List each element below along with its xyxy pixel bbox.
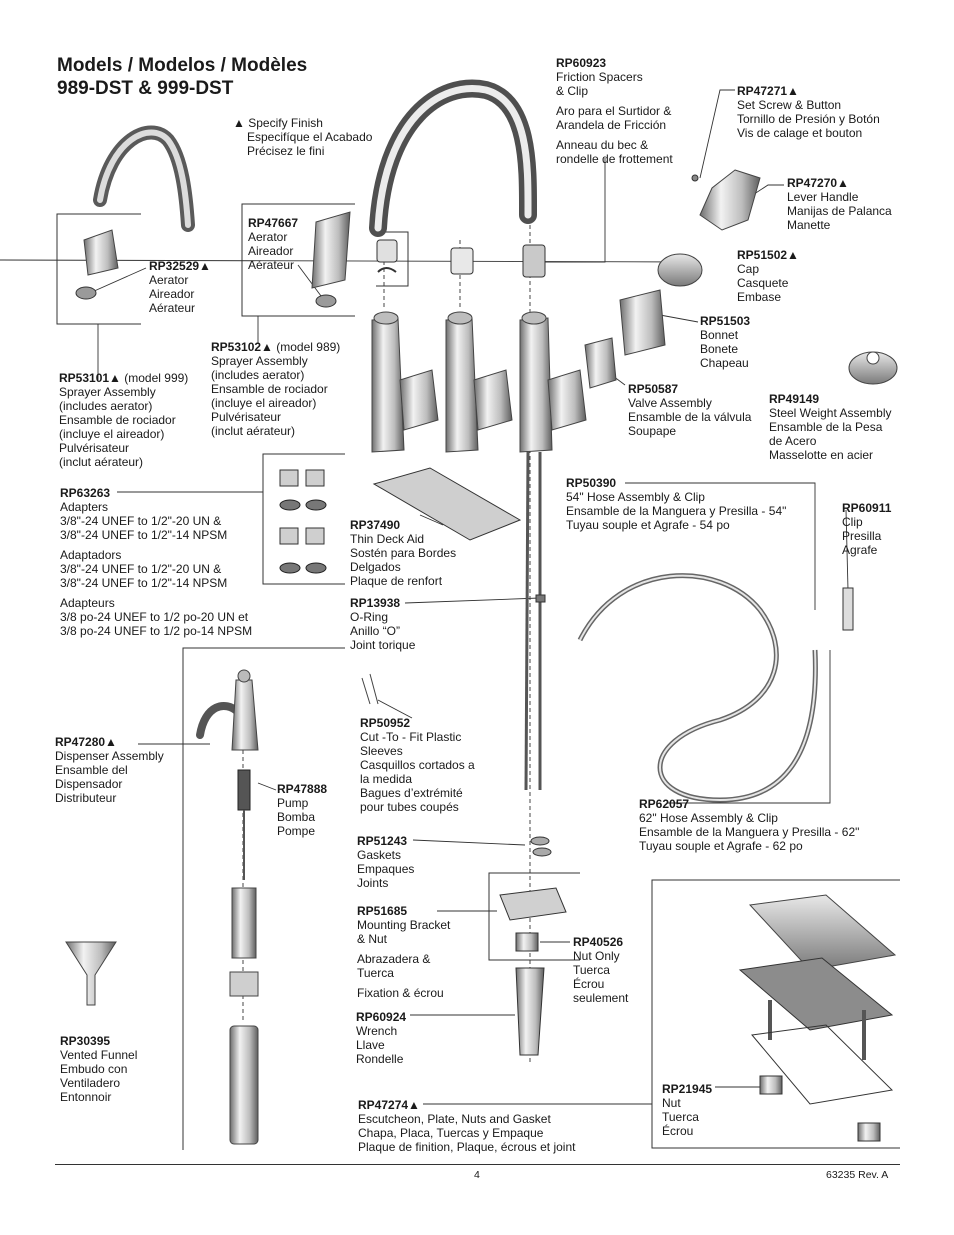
bonnet [619, 289, 666, 356]
label-rp51502: RP51502▲ Cap Casquete Embase [737, 248, 799, 304]
box-rp47274 [651, 879, 900, 1149]
friction-spacers [376, 239, 546, 278]
label-rp37490: RP37490 Thin Deck Aid Sostén para Bordes… [350, 518, 457, 588]
funnel [65, 941, 117, 1006]
box-rp63263 [262, 453, 345, 585]
gasket-1 [530, 836, 550, 846]
label-rp47888: RP47888 Pump Bomba Pompe [277, 782, 328, 838]
sprayer-head-999 [83, 229, 119, 276]
nut-rp21945-a [759, 1075, 783, 1095]
label-rp62057: RP62057 62" Hose Assembly & Clip Ensambl… [639, 797, 860, 853]
finish-marker-icon: ▲ [233, 116, 245, 130]
cap [657, 253, 703, 287]
box-rp51685 [488, 872, 580, 961]
dispenser [196, 669, 259, 1145]
title-model-numbers: 989-DST & 999-DST [57, 78, 234, 99]
grouping-boxes [56, 203, 900, 1150]
sprayer-head-989 [311, 211, 351, 289]
wrench [515, 967, 545, 1056]
label-rp30395: RP30395 Vented Funnel Embudo con Ventila… [60, 1034, 138, 1104]
box-spacer-1 [376, 231, 409, 287]
gasket-2 [532, 847, 552, 857]
box-dispenser [182, 647, 345, 1150]
label-rp21945: RP21945 Nut Tuerca Écrou [662, 1082, 713, 1138]
escutcheon [748, 894, 897, 971]
title-models: Models / Modelos / Modèles [57, 55, 308, 76]
label-rp40526: RP40526 Nut Only Tuerca Écrou seulement [573, 935, 629, 1005]
document-number: 63235 Rev. A [826, 1169, 889, 1181]
label-rp47274: RP47274▲ Escutcheon, Plate, Nuts and Gas… [358, 1098, 576, 1154]
label-rp63263: RP63263 Adapters 3/8"-24 UNEF to 1/2"-20… [60, 486, 253, 638]
label-rp49149: RP49149 Steel Weight Assembly Ensamble d… [769, 392, 892, 462]
label-rp60911: RP60911 Clip Presilla Agrafe [842, 501, 892, 557]
label-rp51685: RP51685 Mounting Bracket & Nut Abrazader… [357, 904, 451, 1000]
label-rp60923: RP60923 Friction Spacers & Clip Aro para… [556, 56, 673, 166]
footer-rule [55, 1164, 900, 1165]
gasket-plate [751, 1024, 894, 1105]
box-rp53101 [56, 213, 141, 325]
lever-handle [699, 169, 761, 231]
valve [584, 337, 617, 389]
label-rp32529: RP32529▲ Aerator Aireador Aérateur [149, 259, 211, 315]
label-rp47667: RP47667 Aerator Aireador Aérateur [248, 216, 299, 272]
label-rp47280: RP47280▲ Dispenser Assembly Ensamble del… [55, 735, 164, 805]
label-rp50587: RP50587 Valve Assembly Ensamble de la vá… [628, 382, 752, 438]
clip-rp60911 [842, 587, 854, 631]
label-rp51243: RP51243 Gaskets Empaques Joints [357, 834, 415, 890]
valve-stack [584, 169, 761, 389]
label-rp47271: RP47271▲ Set Screw & Button Tornillo de … [737, 84, 880, 140]
aerator-rp47667 [315, 294, 337, 308]
label-rp53101: RP53101▲ (model 999) Sprayer Assembly (i… [59, 371, 189, 469]
faucet-bodies [371, 311, 587, 791]
nut-rp40526 [515, 932, 539, 952]
label-rp60924: RP60924 Wrench Llave Rondelle [356, 1010, 407, 1066]
label-rp51503: RP51503 Bonnet Bonete Chapeau [700, 314, 751, 370]
plastic-sleeves [361, 673, 379, 705]
page-title: Models / Modelos / Modèles 989-DST & 999… [57, 54, 307, 100]
main-spout [369, 79, 538, 237]
adapters [279, 469, 327, 574]
label-rp13938: RP13938 O-Ring Anillo “O” Joint torique [350, 596, 416, 652]
mounting-bracket [499, 887, 567, 921]
box-rp53102 [241, 203, 355, 317]
aerator-rp32529 [75, 286, 97, 300]
label-rp50952: RP50952 Cut -To - Fit Plastic Sleeves Ca… [360, 716, 475, 814]
label-rp50390: RP50390 54" Hose Assembly & Clip Ensambl… [566, 476, 787, 532]
thin-deck-aid [372, 467, 522, 541]
page-number: 4 [474, 1169, 480, 1181]
hose [577, 573, 818, 803]
deck-plate [738, 957, 894, 1031]
specify-finish-note: ▲ Specify Finish Especifíque el Acabado … [233, 116, 373, 158]
label-rp53102: RP53102▲ (model 989) Sprayer Assembly (i… [211, 340, 341, 438]
label-rp47270: RP47270▲ Lever Handle Manijas de Palanca… [787, 176, 892, 232]
nut-rp21945-b [857, 1122, 881, 1142]
